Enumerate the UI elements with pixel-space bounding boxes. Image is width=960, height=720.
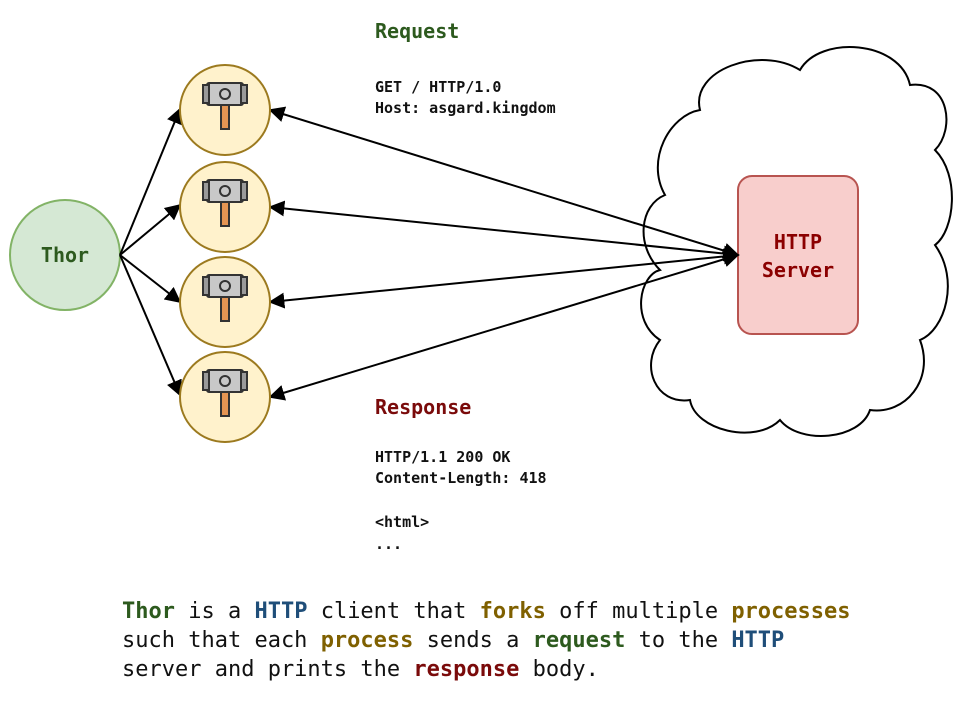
caption-text: body. bbox=[519, 657, 599, 682]
caption-process: process bbox=[320, 628, 414, 653]
process-node-4 bbox=[179, 351, 271, 443]
fork-arrow-2 bbox=[119, 203, 182, 256]
process-node-3 bbox=[179, 256, 271, 348]
caption-processes: processes bbox=[731, 599, 851, 624]
caption-text: server and prints the bbox=[122, 657, 414, 682]
request-line-2: Host: asgard.kingdom bbox=[375, 99, 556, 117]
process-node-1 bbox=[179, 64, 271, 156]
response-title: Response bbox=[375, 395, 471, 419]
caption-text: sends a bbox=[413, 628, 533, 653]
process-node-2 bbox=[179, 161, 271, 253]
caption-text: is a bbox=[174, 599, 255, 624]
request-response-arrows bbox=[268, 106, 740, 401]
caption-forks: forks bbox=[479, 599, 546, 624]
caption-http: HTTP bbox=[254, 599, 308, 624]
fork-arrow-1 bbox=[119, 107, 182, 256]
caption-http-2: HTTP bbox=[731, 628, 785, 653]
caption: Thor is a HTTP client that forks off mul… bbox=[122, 597, 942, 684]
http-arrow-4 bbox=[268, 251, 740, 401]
fork-arrow-4 bbox=[119, 254, 182, 397]
response-line-3: <html> bbox=[375, 513, 429, 531]
caption-text: off multiple bbox=[545, 599, 732, 624]
thor-label: Thor bbox=[41, 243, 89, 267]
caption-text: to the bbox=[625, 628, 732, 653]
caption-text: such that each bbox=[122, 628, 321, 653]
server-label-line2: Server bbox=[762, 258, 834, 282]
response-line-4: ... bbox=[375, 535, 402, 553]
response-line-1: HTTP/1.1 200 OK bbox=[375, 448, 510, 466]
server-label-line1: HTTP bbox=[774, 230, 822, 254]
fork-arrow-3 bbox=[119, 254, 182, 303]
request-title: Request bbox=[375, 19, 459, 43]
http-arrow-2 bbox=[268, 200, 740, 262]
caption-response: response bbox=[413, 657, 520, 682]
caption-request: request bbox=[532, 628, 626, 653]
http-server-node bbox=[737, 175, 859, 335]
caption-text: client that bbox=[307, 599, 480, 624]
fork-arrows bbox=[119, 107, 182, 397]
caption-thor: Thor bbox=[122, 599, 175, 624]
response-line-2: Content-Length: 418 bbox=[375, 469, 547, 487]
request-line-1: GET / HTTP/1.0 bbox=[375, 78, 501, 96]
